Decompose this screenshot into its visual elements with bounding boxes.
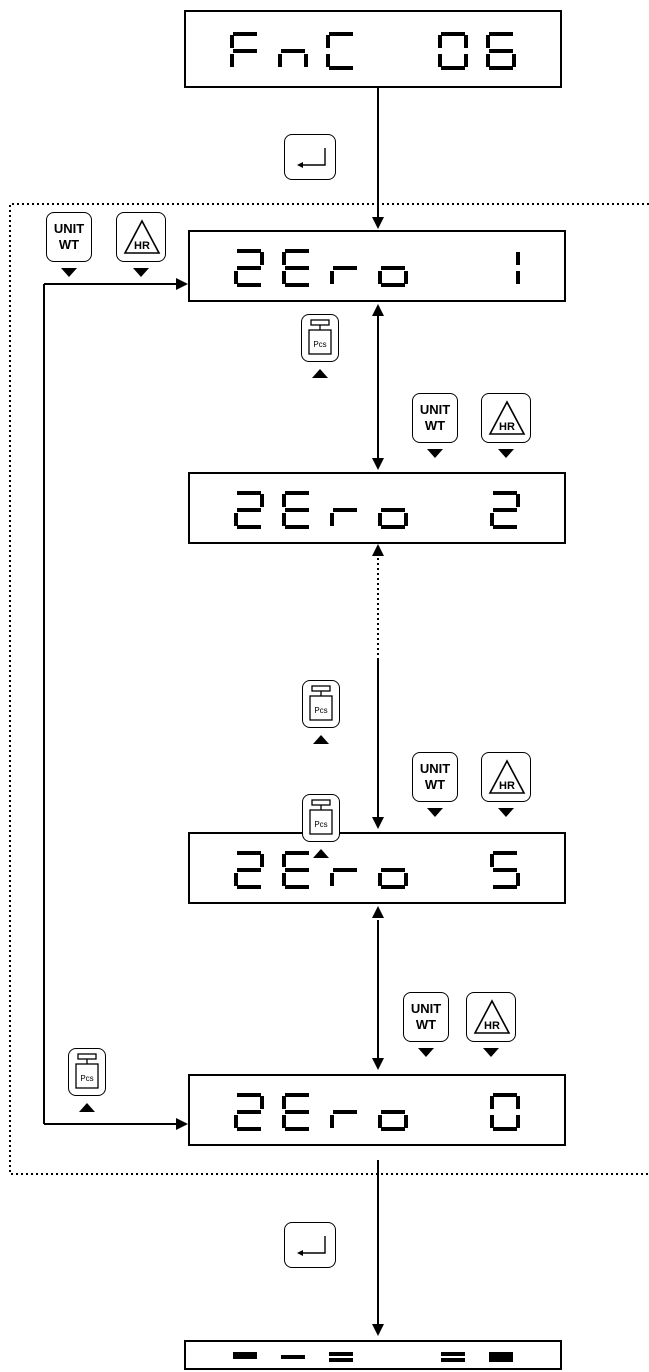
arrow-down-zero5 bbox=[372, 817, 384, 829]
svg-text:HR: HR bbox=[484, 1020, 500, 1032]
unit-key-label-line2: WT bbox=[415, 1017, 437, 1032]
svg-text:HR: HR bbox=[134, 240, 150, 252]
unit-key-label-line1: UNIT bbox=[53, 221, 85, 236]
down-arrow-icon bbox=[133, 268, 149, 277]
lcd-segments bbox=[234, 249, 520, 287]
up-arrow-icon bbox=[313, 735, 329, 744]
weight-pcs-icon: Pcs bbox=[75, 1053, 99, 1089]
arrow-loop-into-zero1 bbox=[176, 278, 188, 290]
lcd-segments bbox=[233, 1352, 513, 1362]
down-arrow-icon bbox=[427, 449, 443, 458]
hr-key[interactable]: HR bbox=[466, 992, 516, 1042]
up-arrow-icon bbox=[312, 369, 328, 378]
hr-triangle-icon: HR bbox=[123, 219, 161, 254]
hr-key[interactable]: HR bbox=[481, 393, 531, 443]
unit-key-label-line1: UNIT bbox=[410, 1001, 442, 1016]
svg-text:Pcs: Pcs bbox=[80, 1074, 93, 1083]
enter-icon bbox=[297, 1236, 326, 1256]
unit-key-label-line2: WT bbox=[424, 418, 446, 433]
up-arrow-icon bbox=[313, 849, 329, 858]
enter-key[interactable] bbox=[284, 1222, 336, 1268]
svg-text:HR: HR bbox=[499, 421, 515, 433]
lcd-display-zero5: ZEro 5 bbox=[188, 832, 566, 904]
weight-pcs-icon: Pcs bbox=[308, 319, 332, 355]
down-arrow-icon bbox=[427, 808, 443, 817]
lcd-segments bbox=[230, 32, 516, 70]
hr-key[interactable]: HR bbox=[116, 212, 166, 262]
down-arrow-icon bbox=[498, 808, 514, 817]
arrow-up-zero1 bbox=[372, 304, 384, 316]
lcd-display-fnc06-top: FnC 06 bbox=[184, 10, 562, 88]
unit-key-label-line2: WT bbox=[424, 777, 446, 792]
svg-text:HR: HR bbox=[499, 780, 515, 792]
lcd-segments bbox=[234, 1093, 520, 1131]
svg-text:Pcs: Pcs bbox=[314, 706, 327, 715]
arrow-loop-into-zero0 bbox=[176, 1118, 188, 1130]
down-arrow-icon bbox=[61, 268, 77, 277]
pcs-key[interactable]: Pcs bbox=[302, 680, 340, 728]
weight-pcs-icon: Pcs bbox=[309, 799, 333, 835]
lcd-display-zero0: ZEro 0 bbox=[188, 1074, 566, 1146]
hr-triangle-icon: HR bbox=[488, 759, 526, 794]
enter-icon bbox=[297, 148, 326, 168]
down-arrow-icon bbox=[418, 1048, 434, 1057]
down-arrow-icon bbox=[483, 1048, 499, 1057]
enter-key[interactable] bbox=[284, 134, 336, 180]
lcd-display-zero2: ZEro 2 bbox=[188, 472, 566, 544]
lcd-display-fnc06-bottom: FnC 06 bbox=[184, 1340, 562, 1370]
down-arrow-icon bbox=[498, 449, 514, 458]
up-arrow-icon bbox=[79, 1103, 95, 1112]
pcs-key[interactable]: Pcs bbox=[68, 1048, 106, 1096]
hr-key[interactable]: HR bbox=[481, 752, 531, 802]
weight-pcs-icon: Pcs bbox=[309, 685, 333, 721]
arrow-down-zero0 bbox=[372, 1058, 384, 1070]
lcd-display-zero1: ZEro 1 bbox=[188, 230, 566, 302]
svg-text:Pcs: Pcs bbox=[313, 340, 326, 349]
unit-key-label-line1: UNIT bbox=[419, 761, 451, 776]
pcs-key[interactable]: Pcs bbox=[301, 314, 339, 362]
hr-triangle-icon: HR bbox=[473, 999, 511, 1034]
arrow-up-zero5 bbox=[372, 906, 384, 918]
lcd-segments bbox=[234, 851, 520, 889]
lcd-segments bbox=[234, 491, 520, 529]
svg-text:Pcs: Pcs bbox=[314, 820, 327, 829]
arrow-into-zero1 bbox=[372, 217, 384, 229]
unit-key-label-line2: WT bbox=[58, 237, 80, 252]
arrow-into-fnc-bottom bbox=[372, 1324, 384, 1336]
arrow-up-zero2 bbox=[372, 544, 384, 556]
arrow-down-zero2 bbox=[372, 458, 384, 470]
unit-key-label-line1: UNIT bbox=[419, 402, 451, 417]
hr-triangle-icon: HR bbox=[488, 400, 526, 435]
pcs-key[interactable]: Pcs bbox=[302, 794, 340, 842]
